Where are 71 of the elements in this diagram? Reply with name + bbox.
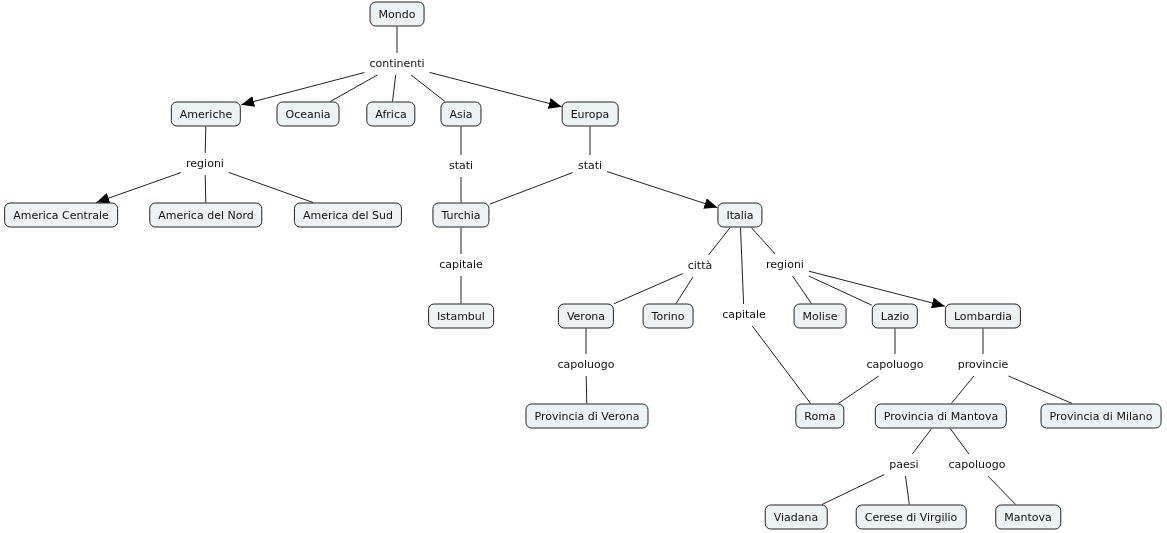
connector-line <box>894 328 896 355</box>
connector-line <box>949 428 970 455</box>
concept-box: Turchia <box>432 202 490 228</box>
connector-line <box>392 74 397 102</box>
connector-line <box>585 328 587 355</box>
connector-line <box>396 26 398 54</box>
connector-line <box>987 475 1017 505</box>
connector-line <box>460 227 462 255</box>
concept-box: Mantova <box>995 504 1061 530</box>
concept-box: Roma <box>795 403 845 429</box>
concept-box: Asia <box>440 101 482 127</box>
connector-line <box>228 172 314 203</box>
concept-box: Africa <box>366 101 416 127</box>
connector-line <box>589 126 591 156</box>
connector-line <box>982 328 984 355</box>
concept-box: Mondo <box>369 1 425 27</box>
connector-line <box>460 126 462 156</box>
connector-line <box>204 174 207 203</box>
connector-line <box>750 227 776 255</box>
concept-box: Istambul <box>428 303 494 329</box>
connector-line <box>708 227 731 256</box>
connector-line <box>740 227 745 305</box>
concept-box: Provincia di Milano <box>1040 403 1162 429</box>
connector-line <box>585 375 588 404</box>
concept-box: Italia <box>717 202 763 228</box>
connector-line <box>329 74 378 102</box>
concept-box: Lazio <box>871 303 919 329</box>
concept-box: Provincia di Mantova <box>874 403 1008 429</box>
linking-phrase: capoluogo <box>556 358 616 372</box>
concept-box: Viadana <box>764 504 828 530</box>
arrow <box>429 71 563 109</box>
concept-box: Americhe <box>170 101 242 127</box>
connector-line <box>613 273 684 305</box>
linking-phrase: capitale <box>438 258 484 272</box>
linking-phrase: regioni <box>765 258 805 272</box>
connector-line <box>837 375 880 404</box>
concept-box: America del Sud <box>293 202 403 228</box>
connector-line <box>950 375 975 404</box>
connector-line <box>905 475 910 505</box>
concept-box: Molise <box>793 303 847 329</box>
connector-line <box>821 474 885 505</box>
concept-box: Cerese di Virgilio <box>855 504 967 530</box>
linking-phrase: capoluogo <box>947 458 1007 472</box>
connector-line <box>792 275 812 304</box>
concept-box: Europa <box>561 101 619 127</box>
concept-box: Oceania <box>276 101 340 127</box>
linking-phrase: regioni <box>185 157 225 171</box>
concept-box: Torino <box>642 303 694 329</box>
concept-box: Lombardia <box>944 303 1022 329</box>
arrow <box>808 270 946 309</box>
connector-line <box>911 428 933 455</box>
connector-line <box>410 74 446 102</box>
concept-box: America Centrale <box>4 202 118 228</box>
connector-line <box>489 172 574 205</box>
connector-line <box>460 176 462 203</box>
connector-line <box>751 325 812 404</box>
linking-phrase: capitale <box>721 308 767 322</box>
arrow <box>606 171 718 209</box>
concept-box: Provincia di Verona <box>525 403 649 429</box>
arrow <box>240 72 365 107</box>
connector-line <box>460 275 462 304</box>
connector-line <box>204 126 207 154</box>
connector-line <box>808 275 873 306</box>
concept-box: America del Nord <box>149 202 263 228</box>
linking-phrase: capoluogo <box>865 358 925 372</box>
concept-box: Verona <box>557 303 615 329</box>
linking-phrase: provincie <box>956 358 1010 372</box>
arrow <box>95 172 182 204</box>
connector-line <box>675 276 694 304</box>
connector-line <box>1008 375 1073 404</box>
linking-phrase: paesi <box>888 458 920 472</box>
